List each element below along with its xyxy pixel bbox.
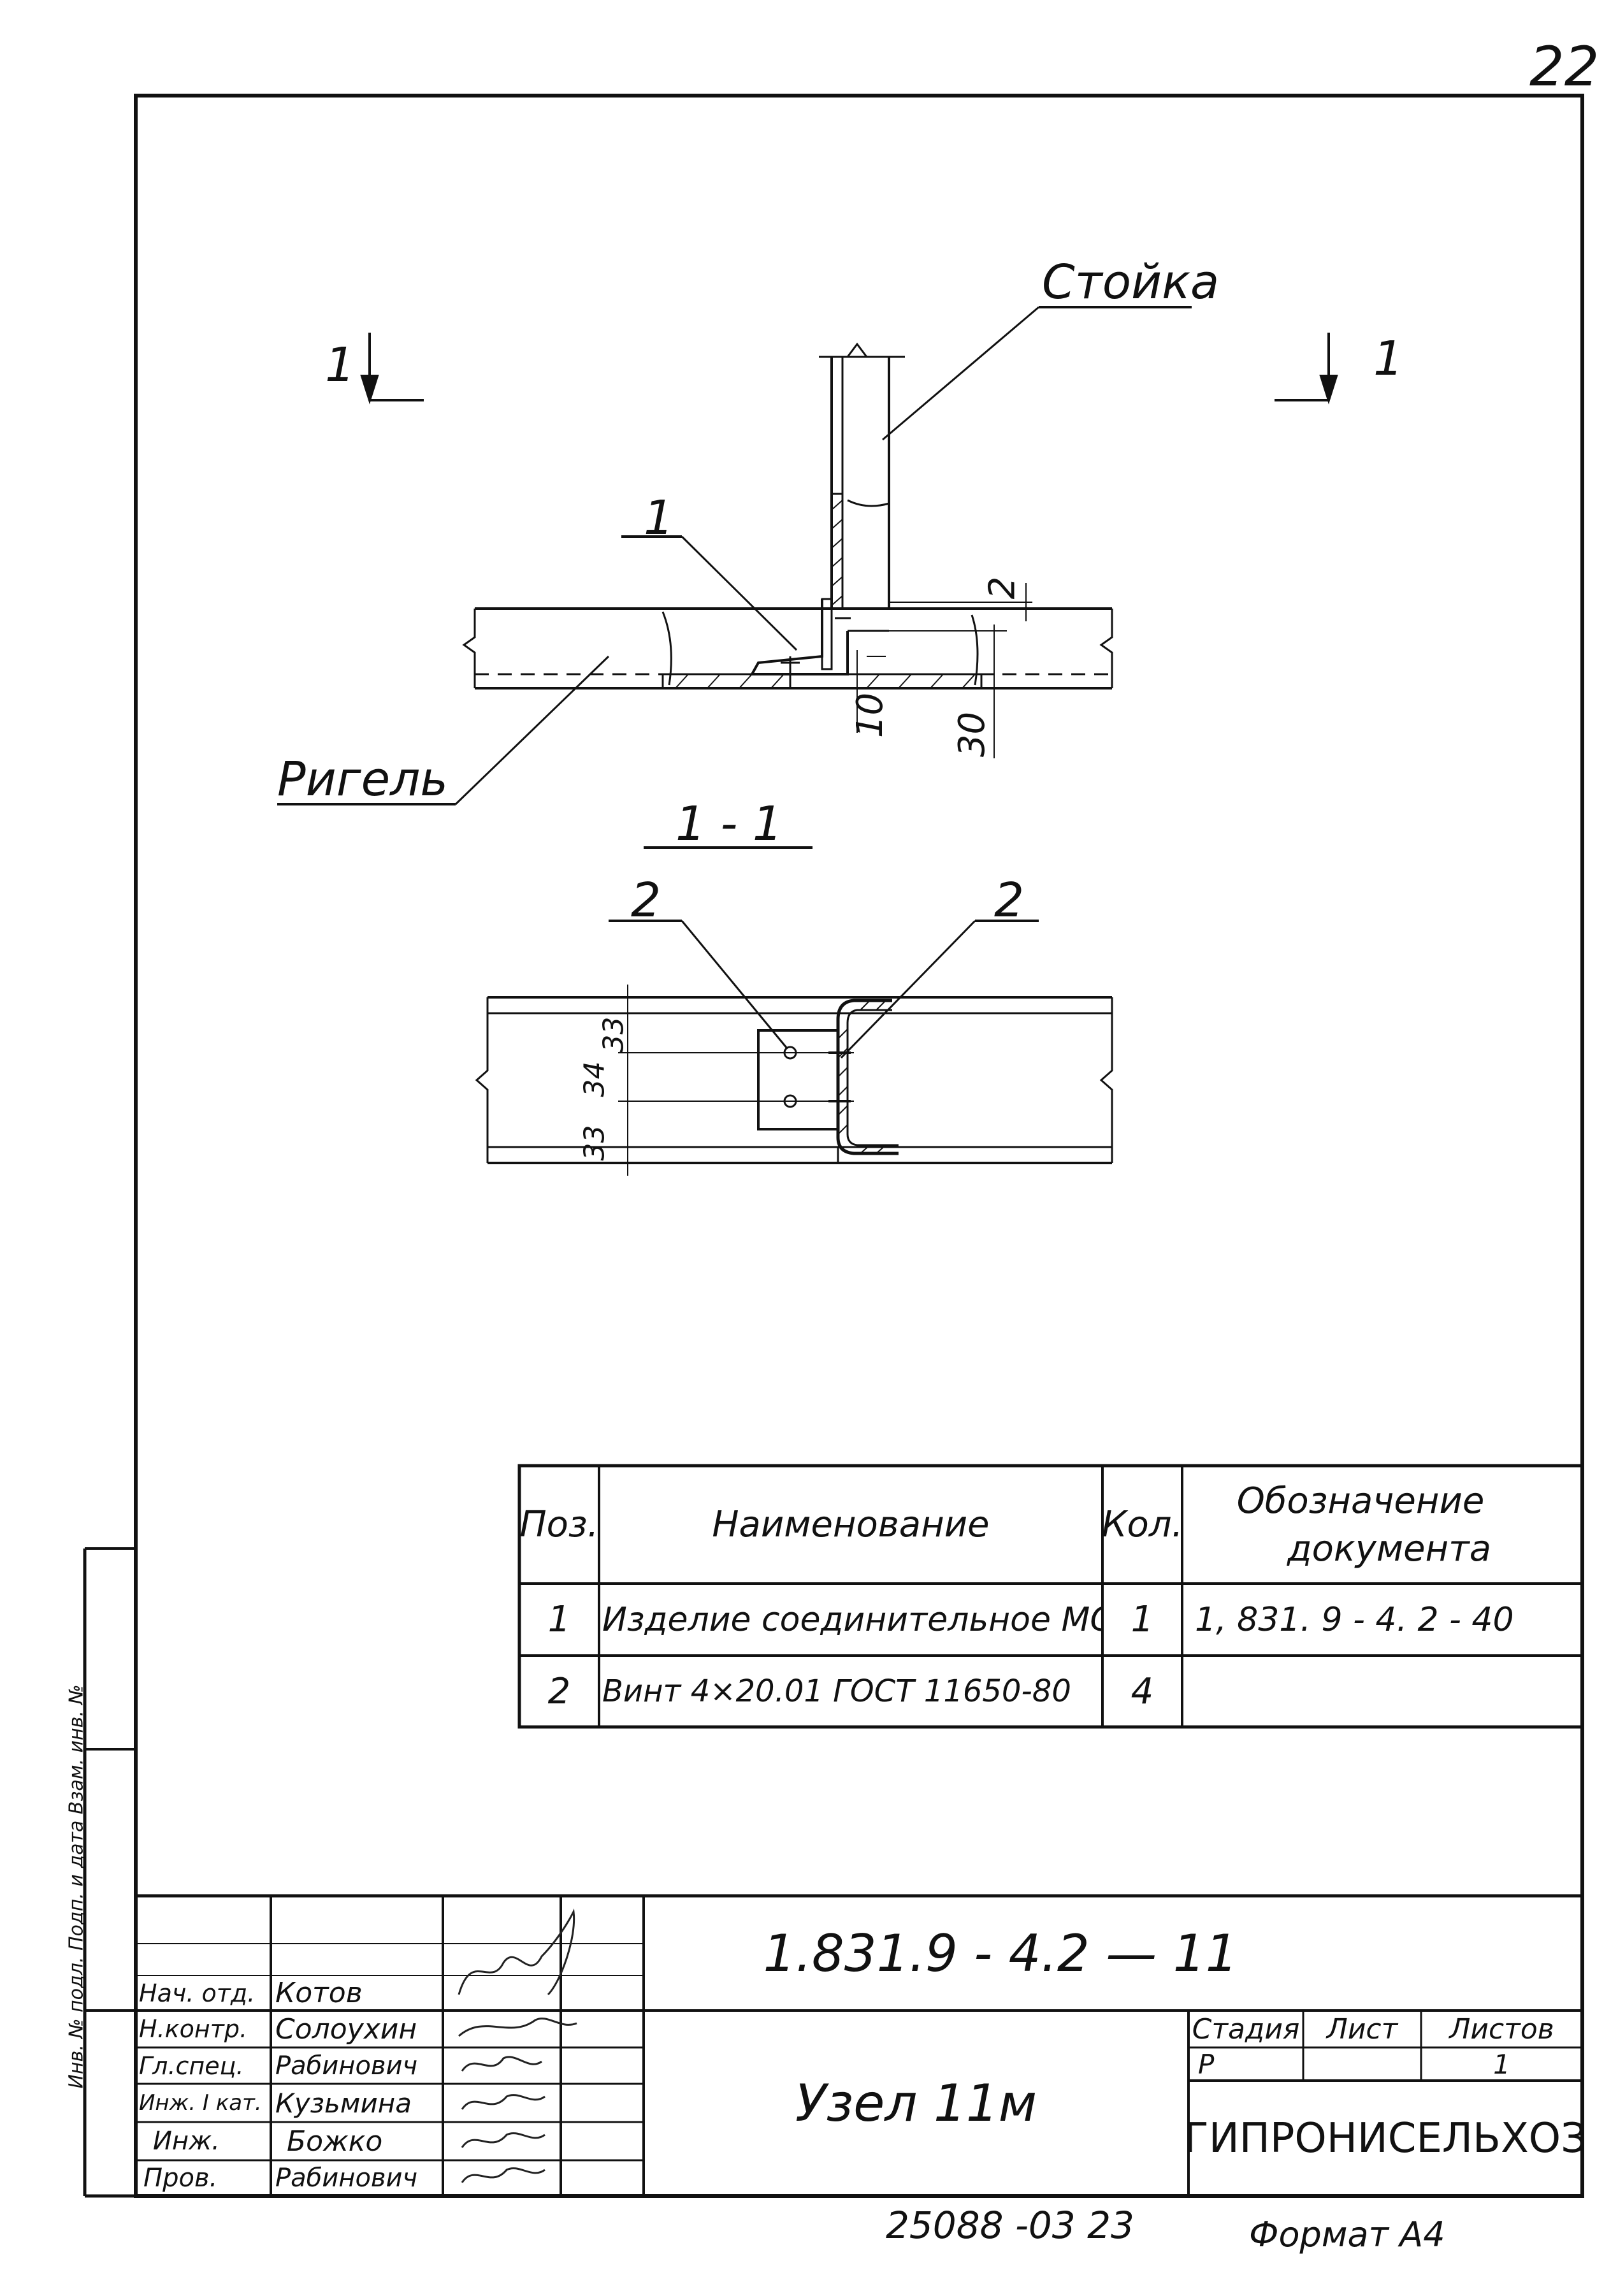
label-pos-2-left: 2 (631, 873, 661, 928)
label-pos-1: 1 (644, 491, 674, 545)
spec-row-2-qty: 4 (1130, 1670, 1154, 1712)
spec-row-2-name: Винт 4×20.01 ГОСТ 11650-80 (602, 1673, 1071, 1709)
spec-header-name: Наименование (712, 1504, 990, 1545)
label-post: Стойка (1042, 255, 1220, 310)
sheets-value: 1 (1493, 2048, 1510, 2080)
section-dim-2: 34 (578, 1061, 611, 1097)
staff-role-3: Гл.спец. (139, 2051, 244, 2080)
spec-header-qty: Кол. (1102, 1504, 1182, 1545)
label-crossbar: Ригель (277, 752, 449, 807)
staff-role-4: Инж. I кат. (139, 2090, 262, 2116)
format-label: Формат А4 (1249, 2214, 1445, 2255)
section-marker-left: 1 (325, 338, 356, 393)
staff-role-6: Пров. (143, 2163, 218, 2193)
dim-bottom-10: 10 (849, 692, 892, 739)
section-title: 1 - 1 (675, 797, 783, 851)
staff-name-2: Солоухин (275, 2012, 417, 2046)
stage-header: Стадия (1192, 2012, 1300, 2046)
signatures (458, 1908, 577, 2183)
staff-name-5: Божко (287, 2125, 383, 2158)
sheet-value (1303, 2047, 1421, 2081)
spec-header-pos: Поз. (519, 1504, 599, 1545)
spec-header-doc-2: документа (1287, 1527, 1492, 1570)
sheet-number: 22 (1529, 35, 1600, 99)
section-dim-1: 33 (578, 1125, 611, 1161)
spec-row-1-doc: 1, 831. 9 - 4. 2 - 40 (1195, 1600, 1514, 1639)
spec-header-doc-1: Обозначение (1236, 1480, 1485, 1522)
spec-table-frame (517, 1464, 1584, 1729)
sheet-frame (134, 94, 1584, 2198)
label-pos-2-right: 2 (994, 873, 1025, 928)
staff-name-6: Рабинович (275, 2163, 418, 2193)
spec-row-2-pos: 2 (547, 1670, 571, 1712)
staff-name-1: Котов (275, 1977, 363, 2009)
archive-number: 25088 -03 23 (886, 2204, 1134, 2247)
section-dim-3: 33 (597, 1016, 630, 1053)
section-marker-right: 1 (1373, 331, 1404, 386)
staff-name-3: Рабинович (275, 2051, 418, 2081)
doc-code: 1.831.9 - 4.2 — 11 (763, 1923, 1238, 1983)
organization-name: ГИПРОНИСЕЛЬХОЗ (1188, 2114, 1582, 2162)
side-stamp: Инв. № подл. Подп. и дата Взам. инв. № (65, 1684, 88, 2089)
spec-row-1-name: Изделие соединительное МС 9 (602, 1600, 1102, 1639)
dim-top-gap: 2 (981, 576, 1023, 600)
spec-row-2-doc (1195, 1656, 1577, 1727)
spec-row-1-qty: 1 (1130, 1599, 1154, 1640)
spec-row-1-pos: 1 (547, 1599, 571, 1640)
drawing-title: Узел 11м (795, 2074, 1037, 2133)
staff-role-1: Нач. отд. (139, 1979, 256, 2007)
sheet-header: Лист (1326, 2012, 1398, 2046)
staff-name-4: Кузьмина (275, 2087, 412, 2119)
dim-bottom-30: 30 (951, 711, 993, 758)
stage-value: Р (1198, 2048, 1215, 2080)
staff-role-2: Н.контр. (139, 2015, 248, 2043)
sheets-header: Листов (1449, 2012, 1554, 2046)
staff-role-5: Инж. (153, 2126, 220, 2156)
